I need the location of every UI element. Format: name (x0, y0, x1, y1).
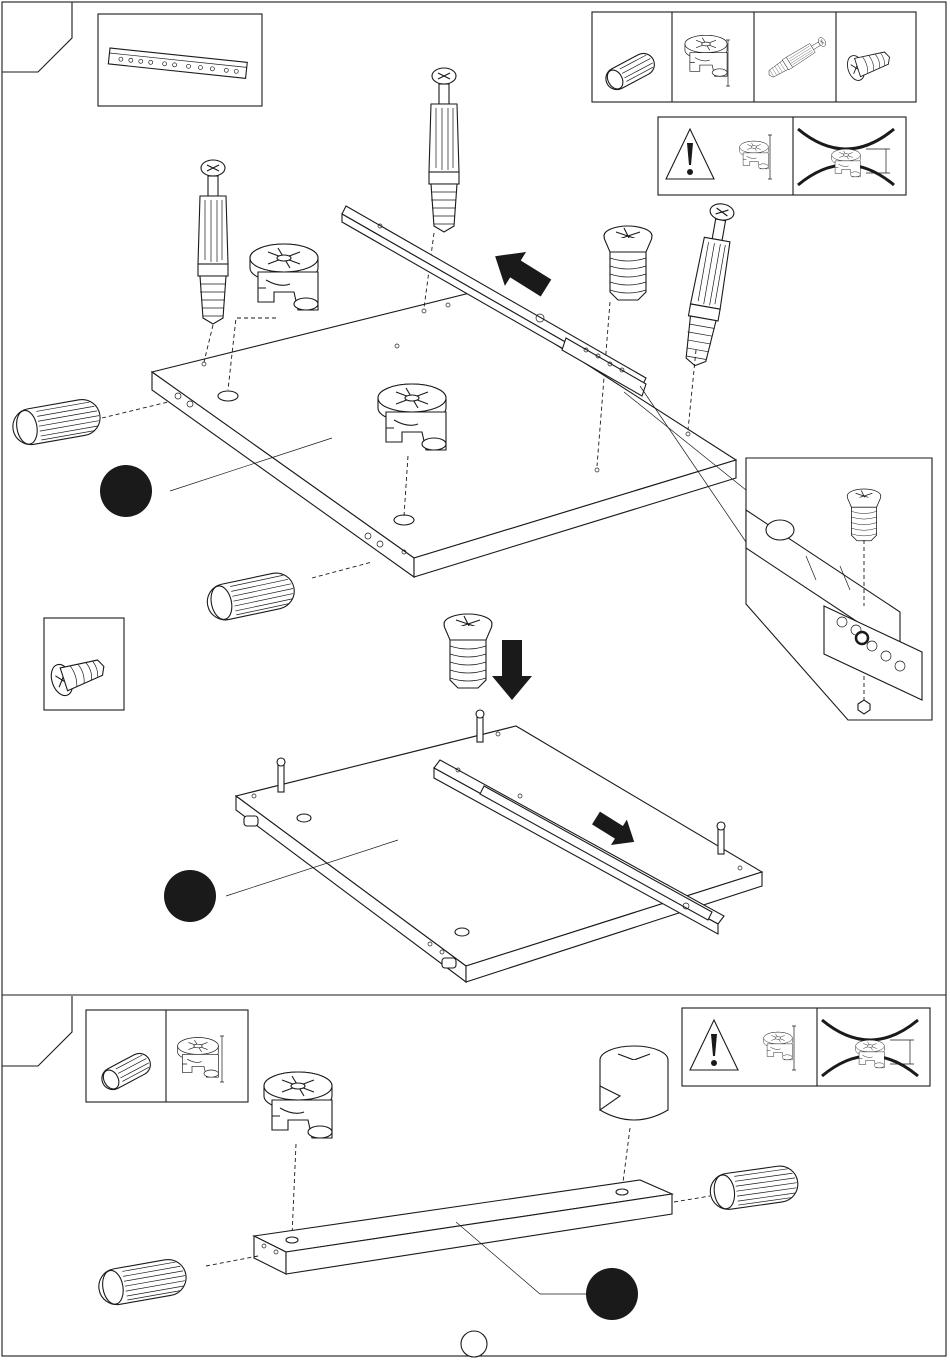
cam-lock-3 (264, 1072, 332, 1138)
installed-bolt-1 (277, 758, 285, 792)
dowel-left-2 (204, 570, 298, 624)
screw-1 (604, 226, 652, 300)
step-tab-1 (2, 2, 72, 72)
cam-lock-4 (600, 1046, 668, 1120)
screw-detail (847, 489, 881, 541)
cam-bolt-2 (429, 68, 459, 232)
detail-box-rail (746, 458, 932, 720)
screw-2 (444, 614, 492, 688)
screw-icon-box (44, 618, 124, 710)
warning-box-step-2 (682, 1008, 930, 1086)
installed-bolt-3 (717, 822, 725, 854)
panel-2 (226, 726, 762, 982)
insert-arrow (492, 640, 532, 700)
cam-bolt-1 (198, 160, 228, 324)
cam-bolt-3 (680, 202, 738, 369)
installed-dowel-2 (442, 958, 456, 968)
panel-callout-1 (100, 465, 152, 517)
parts-box-slide-rail (98, 14, 262, 106)
dowel-left-1 (10, 397, 103, 448)
step-tab-2 (2, 996, 72, 1066)
panel-callout-2 (164, 870, 216, 922)
cam-lock-1 (250, 244, 318, 310)
panel-callout-3 (586, 1268, 638, 1320)
hardware-box-step-2 (86, 1010, 248, 1102)
hardware-box (592, 12, 916, 102)
page-number (461, 1331, 487, 1357)
warning-box-step-1 (658, 117, 906, 195)
dowel-step2-right (708, 1164, 800, 1212)
installed-bolt-2 (476, 710, 484, 742)
installed-dowel-1 (244, 816, 258, 826)
dowel-step2-left (96, 1257, 189, 1308)
